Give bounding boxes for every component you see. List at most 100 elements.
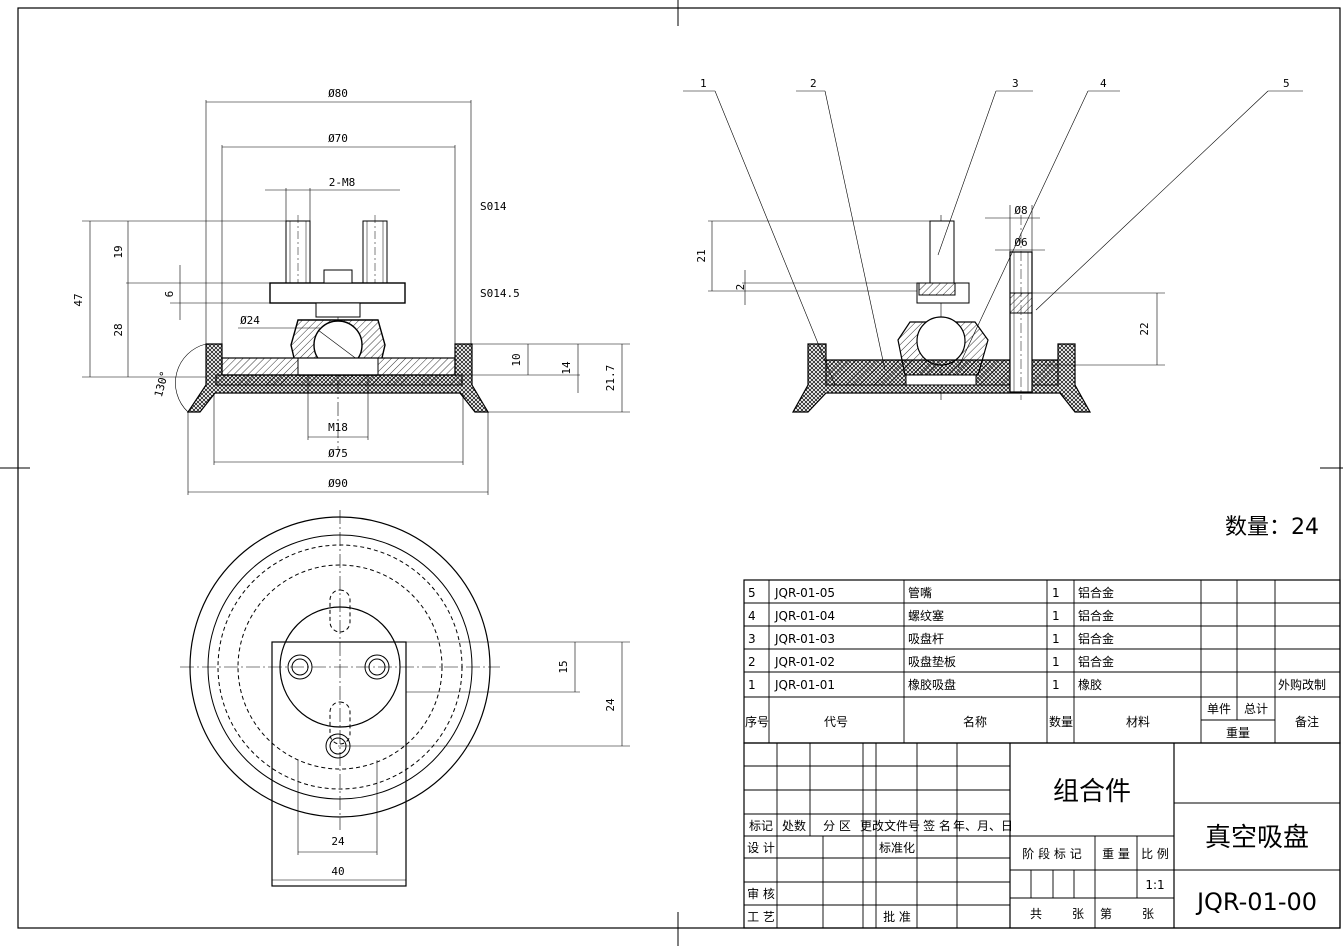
bom-cell-material: 铝合金 — [1078, 585, 1114, 600]
title-block-text: 标记 处数 分 区 更改文件号 签 名 年、月、日 设 计 标准化 审 核 工 … — [747, 777, 1317, 924]
bom-cell-code: JQR-01-01 — [774, 678, 835, 692]
dim-10: 10 — [510, 353, 523, 366]
dim-40: 40 — [331, 865, 344, 878]
tb-mark: 标记 — [749, 819, 773, 833]
dim-s014: S014 — [480, 200, 507, 213]
bom-cell-no: 1 — [748, 678, 756, 692]
tb-count: 处数 — [782, 818, 806, 833]
bom-cell-qty: 1 — [1052, 609, 1060, 623]
dim-28: 28 — [112, 323, 125, 336]
dim-d80: Ø80 — [328, 87, 348, 100]
dim-angle: 130° — [152, 370, 171, 399]
bom-cell-qty: 1 — [1052, 678, 1060, 692]
bom-cell-name: 吸盘垫板 — [908, 654, 956, 669]
bom-header-weight: 重量 — [1226, 726, 1250, 740]
tb-approve: 批 准 — [883, 909, 911, 924]
bom-cell-code: JQR-01-05 — [774, 586, 835, 600]
bom-header-unit: 单件 — [1207, 702, 1231, 716]
bom-cell-name: 橡胶吸盘 — [908, 677, 956, 692]
bom-cell-qty: 1 — [1052, 586, 1060, 600]
dim-47: 47 — [72, 293, 85, 306]
bom-cell-name: 吸盘杆 — [908, 631, 944, 646]
balloon-3: 3 — [1012, 77, 1019, 90]
tb-assembly: 组合件 — [1053, 777, 1131, 807]
dim-r-22: 22 — [1138, 322, 1151, 335]
front-view-dimension-labels: Ø80 Ø70 2-M8 S014 S014.5 Ø24 47 19 6 28 … — [72, 87, 617, 490]
section-view-labels: 1 2 3 4 5 Ø8 Ø6 21 2 22 — [695, 77, 1290, 336]
bom-cell-no: 2 — [748, 655, 756, 669]
dim-r-d6: Ø6 — [1014, 236, 1027, 249]
bom-header: 序号 代号 名称 数量 材料 单件 总计 重量 备注 — [745, 702, 1319, 740]
bom-cell-no: 4 — [748, 609, 756, 623]
tb-sheet-no: 第 — [1100, 907, 1112, 921]
bom-header-code: 代号 — [824, 715, 848, 729]
quantity-note: 数量：24 — [1225, 515, 1319, 540]
balloon-5: 5 — [1283, 77, 1290, 90]
dim-d90: Ø90 — [328, 477, 348, 490]
bom-header-no: 序号 — [745, 714, 769, 729]
tb-standard: 标准化 — [879, 841, 915, 855]
dim-24-vertical: 24 — [604, 698, 617, 712]
section-view — [683, 90, 1303, 413]
drawing-frame — [17, 7, 1341, 929]
dim-d24: Ø24 — [240, 314, 260, 327]
tb-scale: 比 例 — [1141, 847, 1169, 861]
bom-cell-qty: 1 — [1052, 632, 1060, 646]
bom-cell-code: JQR-01-04 — [774, 609, 835, 623]
dim-d75: Ø75 — [328, 447, 348, 460]
bom-header-remark: 备注 — [1295, 714, 1319, 729]
dim-15: 15 — [557, 660, 570, 673]
bom-cell-material: 橡胶 — [1078, 677, 1102, 692]
bom-cell-qty: 1 — [1052, 655, 1060, 669]
bom-cell-code: JQR-01-02 — [774, 655, 835, 669]
dim-r-21: 21 — [695, 249, 708, 262]
tb-stage: 阶 段 标 记 — [1022, 846, 1081, 861]
dim-d70: Ø70 — [328, 132, 348, 145]
tb-total-sheets: 共 — [1030, 907, 1042, 921]
dim-14: 14 — [560, 361, 573, 375]
bom-header-total: 总计 — [1244, 702, 1268, 716]
title-block — [743, 742, 1341, 929]
balloon-2: 2 — [810, 77, 817, 90]
bom-header-name: 名称 — [963, 714, 987, 729]
dim-2-m8: 2-M8 — [329, 176, 356, 189]
balloon-1: 1 — [700, 77, 707, 90]
top-view-dimension-labels: 15 24 24 40 — [331, 660, 617, 878]
bom-cell-no: 3 — [748, 632, 756, 646]
bom-cell-material: 铝合金 — [1078, 631, 1114, 646]
tb-part-name: 真空吸盘 — [1205, 823, 1309, 853]
tb-weight: 重 量 — [1102, 847, 1130, 861]
tb-sheet-unit: 张 — [1072, 907, 1084, 921]
tb-design: 设 计 — [747, 841, 775, 855]
tb-process: 工 艺 — [747, 910, 775, 924]
bom-cell-code: JQR-01-03 — [774, 632, 835, 646]
dim-r-d8: Ø8 — [1014, 204, 1027, 217]
tb-review: 审 核 — [747, 886, 775, 901]
top-view — [180, 510, 630, 887]
dim-24-horizontal: 24 — [331, 835, 345, 848]
tb-sign: 签 名 — [923, 818, 951, 833]
bom-cell-name: 管嘴 — [908, 585, 932, 600]
dim-m18: M18 — [328, 421, 348, 434]
tb-zone: 分 区 — [823, 819, 851, 833]
bom-cell-no: 5 — [748, 586, 756, 600]
dim-19: 19 — [112, 245, 125, 258]
dim-s014-5: S014.5 — [480, 287, 520, 300]
bom-header-qty: 数量 — [1049, 714, 1073, 729]
bom-cell-name: 螺纹塞 — [908, 608, 944, 623]
tb-scale-value: 1:1 — [1145, 878, 1164, 892]
balloon-4: 4 — [1100, 77, 1107, 90]
dim-6: 6 — [163, 291, 176, 298]
bom-cell-material: 铝合金 — [1078, 654, 1114, 669]
front-view — [82, 100, 630, 495]
dim-r-2: 2 — [734, 284, 747, 291]
bom-header-material: 材料 — [1126, 715, 1150, 729]
dim-21-7: 21.7 — [604, 365, 617, 392]
tb-docno: 更改文件号 — [860, 818, 920, 833]
bom-cell-material: 铝合金 — [1078, 608, 1114, 623]
tb-date: 年、月、日 — [953, 819, 1013, 833]
tb-drawing-no: JQR-01-00 — [1195, 888, 1317, 916]
tb-sheet-unit-2: 张 — [1142, 907, 1154, 921]
